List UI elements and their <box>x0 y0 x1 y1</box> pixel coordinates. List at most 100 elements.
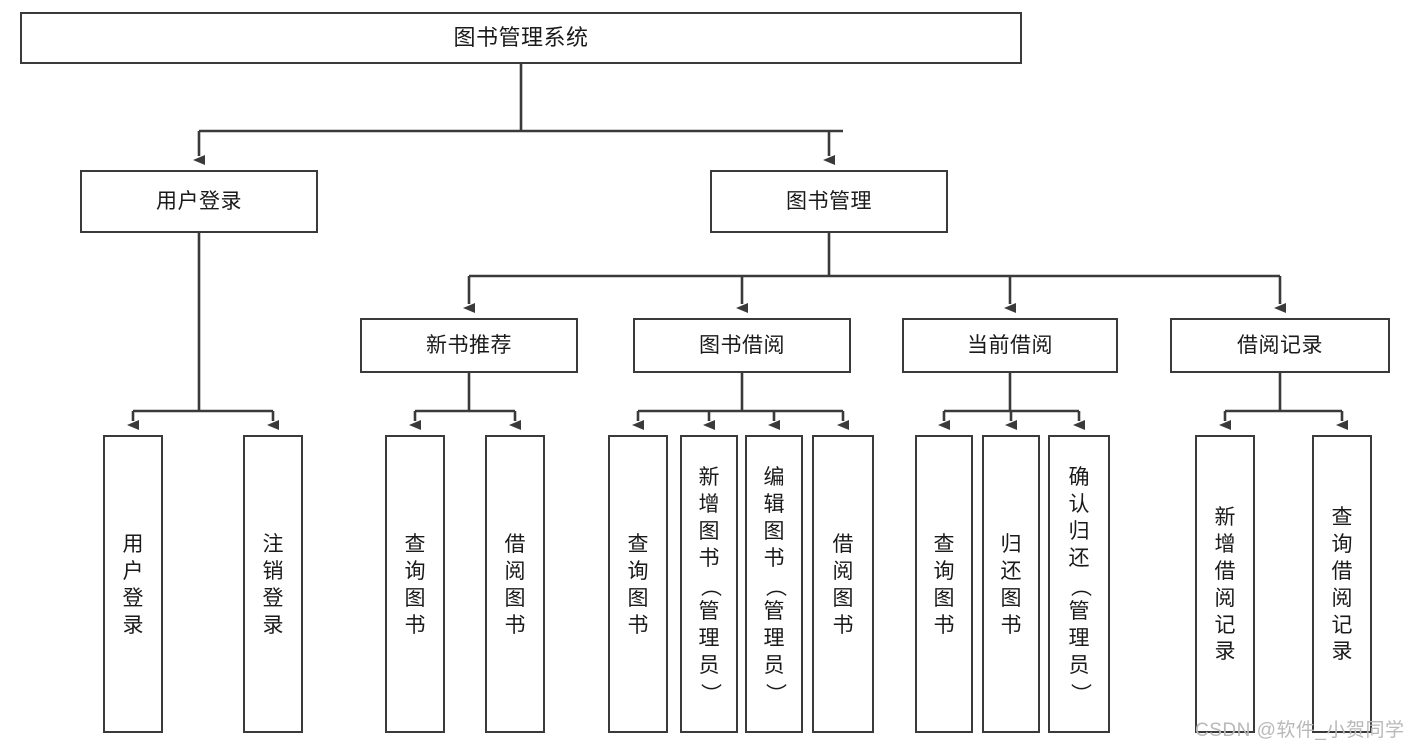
node-borrow-book[interactable]: 借阅图书 <box>812 435 874 733</box>
node-logout[interactable]: 注销登录 <box>243 435 303 733</box>
glyph: 借 <box>1331 559 1353 583</box>
node-current-borrow-label: 当前借阅 <box>967 334 1053 357</box>
glyph: 增 <box>698 492 720 516</box>
glyph: 记 <box>1214 613 1236 637</box>
watermark: CSDN @软件_小贺同学 <box>1195 720 1405 741</box>
node-label-vertical: 查询图书 <box>387 532 443 640</box>
node-query-book-rec[interactable]: 查询图书 <box>385 435 445 733</box>
glyph: 图 <box>933 586 955 610</box>
glyph: 登 <box>262 586 284 610</box>
glyph: 书 <box>698 546 720 570</box>
glyph: ） <box>1068 682 1092 704</box>
glyph: 阅 <box>1214 586 1236 610</box>
node-query-record[interactable]: 查询借阅记录 <box>1312 435 1372 733</box>
glyph: 员 <box>763 654 785 678</box>
glyph: 员 <box>1068 654 1090 678</box>
node-label-vertical: 借阅图书 <box>487 532 543 640</box>
glyph: 认 <box>1068 492 1090 516</box>
node-label-vertical: 借阅图书 <box>814 532 872 640</box>
node-label-vertical: 新增图书（管理员） <box>682 465 736 707</box>
glyph: 询 <box>933 559 955 583</box>
glyph: 询 <box>404 559 426 583</box>
node-label-vertical: 编辑图书（管理员） <box>747 465 801 707</box>
node-book-manage-label: 图书管理 <box>786 190 872 213</box>
glyph: 确 <box>1068 466 1090 489</box>
glyph: 书 <box>504 613 526 637</box>
node-query-current[interactable]: 查询图书 <box>915 435 973 733</box>
node-borrow-book-rec[interactable]: 借阅图书 <box>485 435 545 733</box>
glyph: 销 <box>262 559 284 583</box>
node-current-borrow[interactable]: 当前借阅 <box>902 318 1118 373</box>
glyph: 新 <box>698 466 720 489</box>
node-label-vertical: 查询借阅记录 <box>1314 505 1370 666</box>
glyph: 图 <box>627 586 649 610</box>
glyph: 编 <box>763 466 785 489</box>
glyph: 图 <box>1000 586 1022 610</box>
node-label-vertical: 注销登录 <box>245 532 301 640</box>
node-book-borrow[interactable]: 图书借阅 <box>633 318 851 373</box>
glyph: ） <box>763 682 787 704</box>
glyph: 录 <box>122 613 144 637</box>
glyph: 辑 <box>763 492 785 516</box>
node-user-login[interactable]: 用户登录 <box>80 170 318 233</box>
glyph: 书 <box>933 613 955 637</box>
node-label-vertical: 查询图书 <box>610 532 666 640</box>
node-borrow-record-label: 借阅记录 <box>1237 334 1323 357</box>
glyph: 还 <box>1000 559 1022 583</box>
node-add-book[interactable]: 新增图书（管理员） <box>680 435 738 733</box>
glyph: 录 <box>1331 640 1353 664</box>
node-label-vertical: 用户登录 <box>105 532 161 640</box>
glyph: （ <box>763 575 787 597</box>
glyph: 借 <box>832 533 854 556</box>
node-user-login-label: 用户登录 <box>156 190 242 213</box>
glyph: 管 <box>763 600 785 624</box>
glyph: 录 <box>1214 640 1236 664</box>
node-label-vertical: 确认归还（管理员） <box>1050 465 1108 707</box>
node-root[interactable]: 图书管理系统 <box>20 12 1022 64</box>
node-user-login[interactable]: 用户登录 <box>103 435 163 733</box>
glyph: 管 <box>698 600 720 624</box>
node-query-book[interactable]: 查询图书 <box>608 435 668 733</box>
glyph: 阅 <box>832 559 854 583</box>
glyph: 管 <box>1068 600 1090 624</box>
glyph: 查 <box>627 533 649 556</box>
node-new-book-recommend[interactable]: 新书推荐 <box>360 318 578 373</box>
glyph: 阅 <box>1331 586 1353 610</box>
node-book-borrow-label: 图书借阅 <box>699 334 785 357</box>
glyph: 户 <box>122 559 144 583</box>
glyph: 归 <box>1000 533 1022 556</box>
node-root-label: 图书管理系统 <box>453 25 589 50</box>
glyph: ） <box>698 682 722 704</box>
glyph: 新 <box>1214 506 1236 529</box>
glyph: 归 <box>1068 519 1090 543</box>
glyph: 记 <box>1331 613 1353 637</box>
glyph: 询 <box>1331 532 1353 556</box>
glyph: 查 <box>933 533 955 556</box>
glyph: 书 <box>832 613 854 637</box>
node-confirm-return[interactable]: 确认归还（管理员） <box>1048 435 1110 733</box>
glyph: 书 <box>763 546 785 570</box>
glyph: 查 <box>1331 506 1353 529</box>
node-label-vertical: 查询图书 <box>917 532 971 640</box>
glyph: （ <box>1068 575 1092 597</box>
glyph: 书 <box>627 613 649 637</box>
glyph: 图 <box>504 586 526 610</box>
glyph: 查 <box>404 533 426 556</box>
glyph: 理 <box>698 627 720 651</box>
glyph: 员 <box>698 654 720 678</box>
glyph: 登 <box>122 586 144 610</box>
glyph: 录 <box>262 613 284 637</box>
glyph: 理 <box>763 627 785 651</box>
node-label-vertical: 新增借阅记录 <box>1197 505 1253 666</box>
node-add-record[interactable]: 新增借阅记录 <box>1195 435 1255 733</box>
node-book-manage[interactable]: 图书管理 <box>710 170 948 233</box>
node-edit-book[interactable]: 编辑图书（管理员） <box>745 435 803 733</box>
glyph: 注 <box>262 533 284 556</box>
glyph: 增 <box>1214 532 1236 556</box>
node-return-book[interactable]: 归还图书 <box>982 435 1040 733</box>
glyph: 理 <box>1068 627 1090 651</box>
glyph: 书 <box>404 613 426 637</box>
node-borrow-record[interactable]: 借阅记录 <box>1170 318 1390 373</box>
